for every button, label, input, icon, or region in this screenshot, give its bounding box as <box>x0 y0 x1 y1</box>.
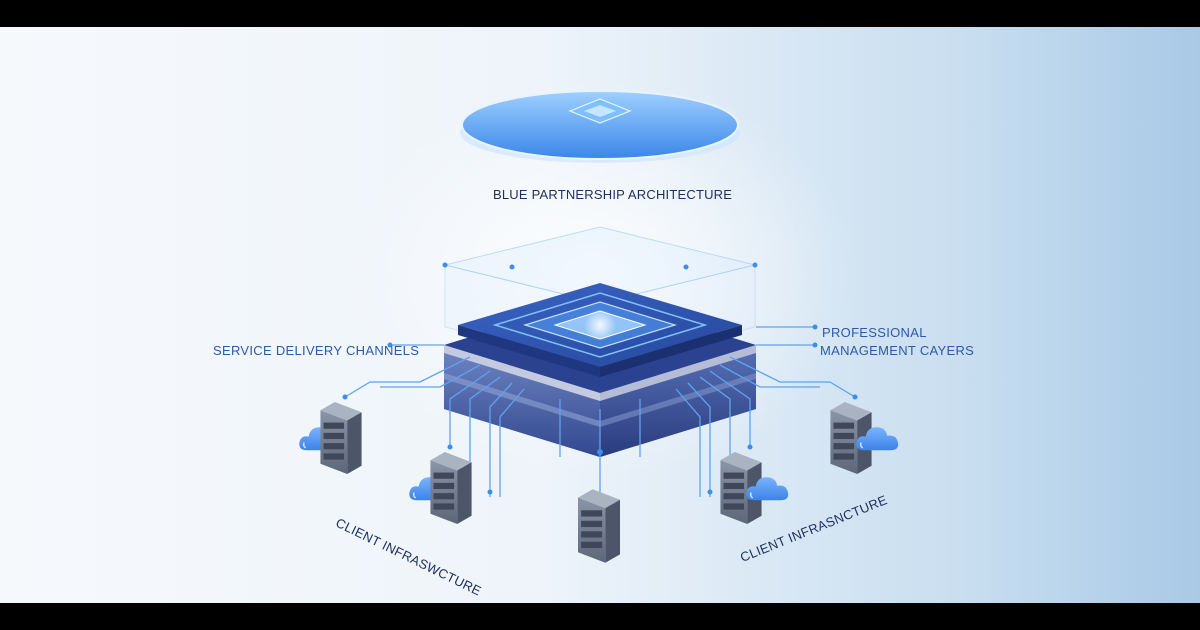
server-rack-icon <box>320 402 362 474</box>
architecture-svg <box>298 77 899 563</box>
diagram-canvas: BLUE PARTNERSHIP ARCHITECTURE SERVICE DE… <box>0 27 1200 603</box>
server-right-near <box>720 452 789 524</box>
professional-label-line1: PROFESSIONAL <box>822 325 927 340</box>
server-rack-icon <box>578 489 620 563</box>
data-beams <box>517 155 685 307</box>
diagram-title: BLUE PARTNERSHIP ARCHITECTURE <box>493 187 733 202</box>
connection-lines <box>344 326 856 497</box>
server-center <box>578 489 620 563</box>
professional-label-line2: MANAGEMENT CAYERS <box>820 343 975 358</box>
server-left-near <box>408 452 472 524</box>
server-right-far <box>830 402 899 474</box>
connection-nodes <box>342 324 858 495</box>
server-rack-icon <box>430 452 472 524</box>
server-left-far <box>298 402 362 474</box>
service-delivery-label: SERVICE DELIVERY CHANNELS <box>213 343 420 358</box>
hub-disc-icon <box>460 90 740 163</box>
letterbox-bottom <box>0 603 1200 630</box>
chip-icon <box>458 283 742 377</box>
letterbox-top <box>0 0 1200 27</box>
